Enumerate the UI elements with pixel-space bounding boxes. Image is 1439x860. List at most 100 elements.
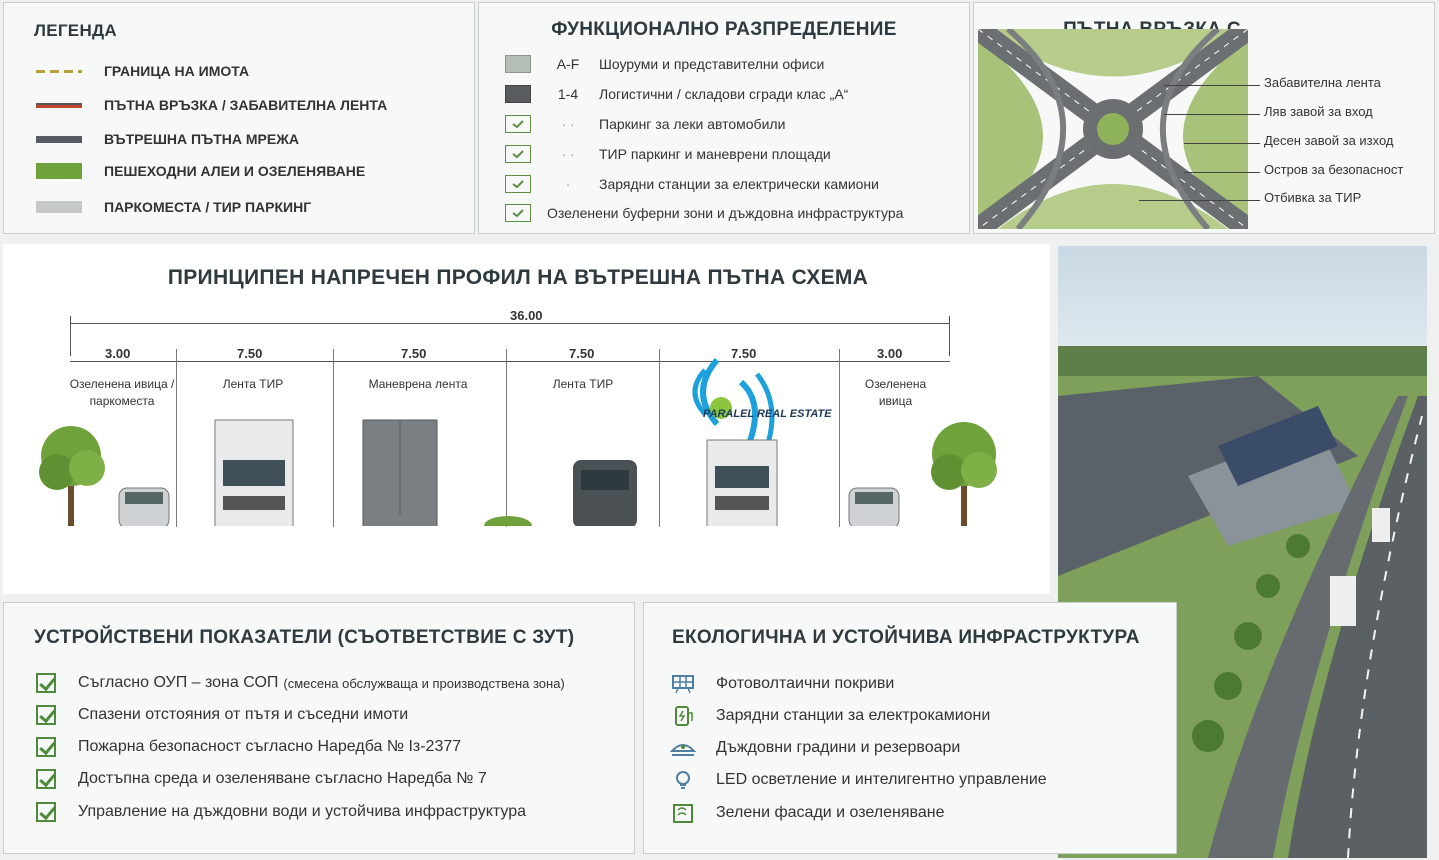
legend-item-internal-road: ВЪТРЕШНА ПЪТНА МРЕЖА xyxy=(36,131,299,147)
functional-code: A-F xyxy=(556,56,580,72)
indicator-item: Спазени отстояния от пътя и съседни имот… xyxy=(36,705,408,725)
car-parking-icon xyxy=(505,115,531,133)
total-dimension-line xyxy=(70,323,950,324)
lane-dimension-line xyxy=(70,361,950,362)
legend-item-parking: ПАРКОМЕСТА / ТИР ПАРКИНГ xyxy=(36,199,311,215)
checkbox-icon xyxy=(36,737,56,757)
functional-code: · · xyxy=(561,146,575,162)
road-profile-illustration xyxy=(39,419,997,526)
junction-label: Десен завой за изход xyxy=(1264,133,1394,148)
eco-item: LED осветление и интелигентно управление xyxy=(670,769,1047,791)
legend-panel: ЛЕГЕНДА ГРАНИЦА НА ИМОТА ПЪТНА ВРЪЗКА / … xyxy=(3,2,475,234)
rain-garden-icon xyxy=(670,744,696,756)
green-buffer-icon xyxy=(505,204,531,222)
functional-row: Озеленени буферни зони и дъждовна инфрас… xyxy=(505,204,903,222)
cross-section-title: ПРИНЦИПЕН НАПРЕЧЕН ПРОФИЛ НА ВЪТРЕШНА ПЪ… xyxy=(167,266,869,289)
indicators-panel: УСТРОЙСТВЕНИ ПОКАЗАТЕЛИ (СЪОТВЕТСТВИЕ С … xyxy=(3,602,635,854)
eco-label: Зарядни станции за електрокамиони xyxy=(716,707,991,724)
eco-label: Зелени фасади и озеленяване xyxy=(716,804,945,821)
functional-label: Шоуруми и представителни офиси xyxy=(599,56,825,72)
lane-width-label: 7.50 xyxy=(731,346,757,361)
cross-section-panel: ПРИНЦИПЕН НАПРЕЧЕН ПРОФИЛ НА ВЪТРЕШНА ПЪ… xyxy=(3,244,1050,594)
legend-item-label: ПЪТНА ВРЪЗКА / ЗАБАВИТЕЛНА ЛЕНТА xyxy=(104,97,388,113)
truck-parking-icon xyxy=(505,145,531,163)
indicator-label: Съгласно ОУП – зона СОП xyxy=(78,674,279,691)
lane-label: Лента ТИР xyxy=(222,377,284,391)
legend-title: ЛЕГЕНДА xyxy=(34,21,118,40)
functional-label: ТИР паркинг и маневрени площади xyxy=(599,146,831,162)
callout-line xyxy=(1164,114,1260,115)
checkbox-icon xyxy=(36,802,56,822)
eco-item: Зарядни станции за електрокамиони xyxy=(670,705,990,727)
lane-label: Озеленена ивица xyxy=(864,377,927,408)
eco-item: Дъждовни градини и резервоари xyxy=(670,737,960,759)
functional-code: 1-4 xyxy=(557,86,579,102)
legend-item-label: ВЪТРЕШНА ПЪТНА МРЕЖА xyxy=(104,131,299,147)
junction-label: Отбивка за ТИР xyxy=(1264,190,1362,205)
greenery-swatch xyxy=(36,163,82,179)
indicator-item: Съгласно ОУП – зона СОП (смесена обслужв… xyxy=(36,673,565,693)
functional-row: 1-4 Логистични / складови сгради клас „А… xyxy=(505,85,848,103)
junction-illustration xyxy=(978,29,1248,229)
junction-label: Остров за безопасност xyxy=(1264,162,1404,177)
dim-tick xyxy=(70,316,71,356)
legend-item-label: ГРАНИЦА НА ИМОТА xyxy=(104,63,250,79)
eco-label: Дъждовни градини и резервоари xyxy=(716,739,961,756)
parking-swatch xyxy=(36,201,82,213)
watermark-text: PARALEL REAL ESTATE xyxy=(703,408,832,420)
logistics-swatch xyxy=(505,85,531,103)
checkbox-icon xyxy=(36,769,56,789)
eco-label: LED осветление и интелигентно управление xyxy=(716,771,1047,788)
functional-label: Паркинг за леки автомобили xyxy=(599,116,786,132)
lane-divider xyxy=(839,349,840,527)
lane-divider xyxy=(333,349,334,527)
lane-label: Озеленена ивица / паркоместа xyxy=(69,377,175,408)
functional-title: ФУНКЦИОНАЛНО РАЗПРЕДЕЛЕНИЕ xyxy=(551,19,897,40)
lane-width-label: 7.50 xyxy=(569,346,595,361)
functional-row: · · ТИР паркинг и маневрени площади xyxy=(505,145,831,163)
e375-panel: ПЪТНА ВРЪЗКА С Е375 Забавителна лента Ля… xyxy=(973,2,1435,234)
lane-label: Лента ТИР xyxy=(552,377,614,391)
legend-item-boundary: ГРАНИЦА НА ИМОТА xyxy=(36,63,249,79)
showroom-swatch xyxy=(505,55,531,73)
functional-code: · xyxy=(565,176,571,192)
internal-road-line-symbol xyxy=(36,135,82,143)
indicator-label: Пожарна безопасност съгласно Наредба № І… xyxy=(78,738,462,755)
callout-line xyxy=(1164,85,1260,86)
lane-width-label: 3.00 xyxy=(105,346,131,361)
eco-panel: ЕКОЛОГИЧНА И УСТОЙЧИВА ИНФРАСТРУКТУРА Фо… xyxy=(643,602,1177,854)
lane-width-label: 7.50 xyxy=(237,346,263,361)
green-facade-icon xyxy=(673,804,693,823)
dim-tick xyxy=(949,316,950,356)
lane-width-label: 7.50 xyxy=(401,346,427,361)
callout-line xyxy=(1184,143,1260,144)
legend-item-label: ПЕШЕХОДНИ АЛЕИ И ОЗЕЛЕНЯВАНЕ xyxy=(104,163,366,179)
functional-label: Логистични / складови сгради клас „А“ xyxy=(599,86,849,102)
indicator-label: Управление на дъждовни води и устойчива … xyxy=(78,803,527,820)
indicator-item: Достъпна среда и озеленяване съгласно На… xyxy=(36,769,487,789)
solar-panel-icon xyxy=(672,675,694,694)
lane-divider xyxy=(659,349,660,527)
indicator-item: Управление на дъждовни води и устойчива … xyxy=(36,802,526,822)
lane-divider xyxy=(176,349,177,527)
charging-station-icon xyxy=(505,175,531,193)
indicator-label: Спазени отстояния от пътя и съседни имот… xyxy=(78,706,409,723)
junction-label: Ляв завой за вход xyxy=(1264,104,1373,119)
road-link-line-symbol xyxy=(36,102,82,108)
functional-panel: ФУНКЦИОНАЛНО РАЗПРЕДЕЛЕНИЕ A-F Шоуруми и… xyxy=(478,2,970,234)
eco-item: Зелени фасади и озеленяване xyxy=(670,802,944,824)
legend-item-road-link: ПЪТНА ВРЪЗКА / ЗАБАВИТЕЛНА ЛЕНТА xyxy=(36,97,387,113)
eco-label: Фотоволтаични покриви xyxy=(716,675,895,692)
ev-charger-icon xyxy=(675,706,693,726)
legend-item-greenery: ПЕШЕХОДНИ АЛЕИ И ОЗЕЛЕНЯВАНЕ xyxy=(36,163,365,179)
callout-line xyxy=(1184,172,1260,173)
wifi-watermark-icon xyxy=(692,358,775,472)
lane-divider xyxy=(506,349,507,527)
lane-width-label: 3.00 xyxy=(877,346,903,361)
checkbox-icon xyxy=(36,705,56,725)
eco-title: ЕКОЛОГИЧНА И УСТОЙЧИВА ИНФРАСТРУКТУРА xyxy=(672,627,1140,648)
indicators-title: УСТРОЙСТВЕНИ ПОКАЗАТЕЛИ (СЪОТВЕТСТВИЕ С … xyxy=(34,627,575,648)
led-bulb-icon xyxy=(676,771,690,789)
checkbox-icon xyxy=(36,673,56,693)
functional-label: Озеленени буферни зони и дъждовна инфрас… xyxy=(547,205,904,221)
